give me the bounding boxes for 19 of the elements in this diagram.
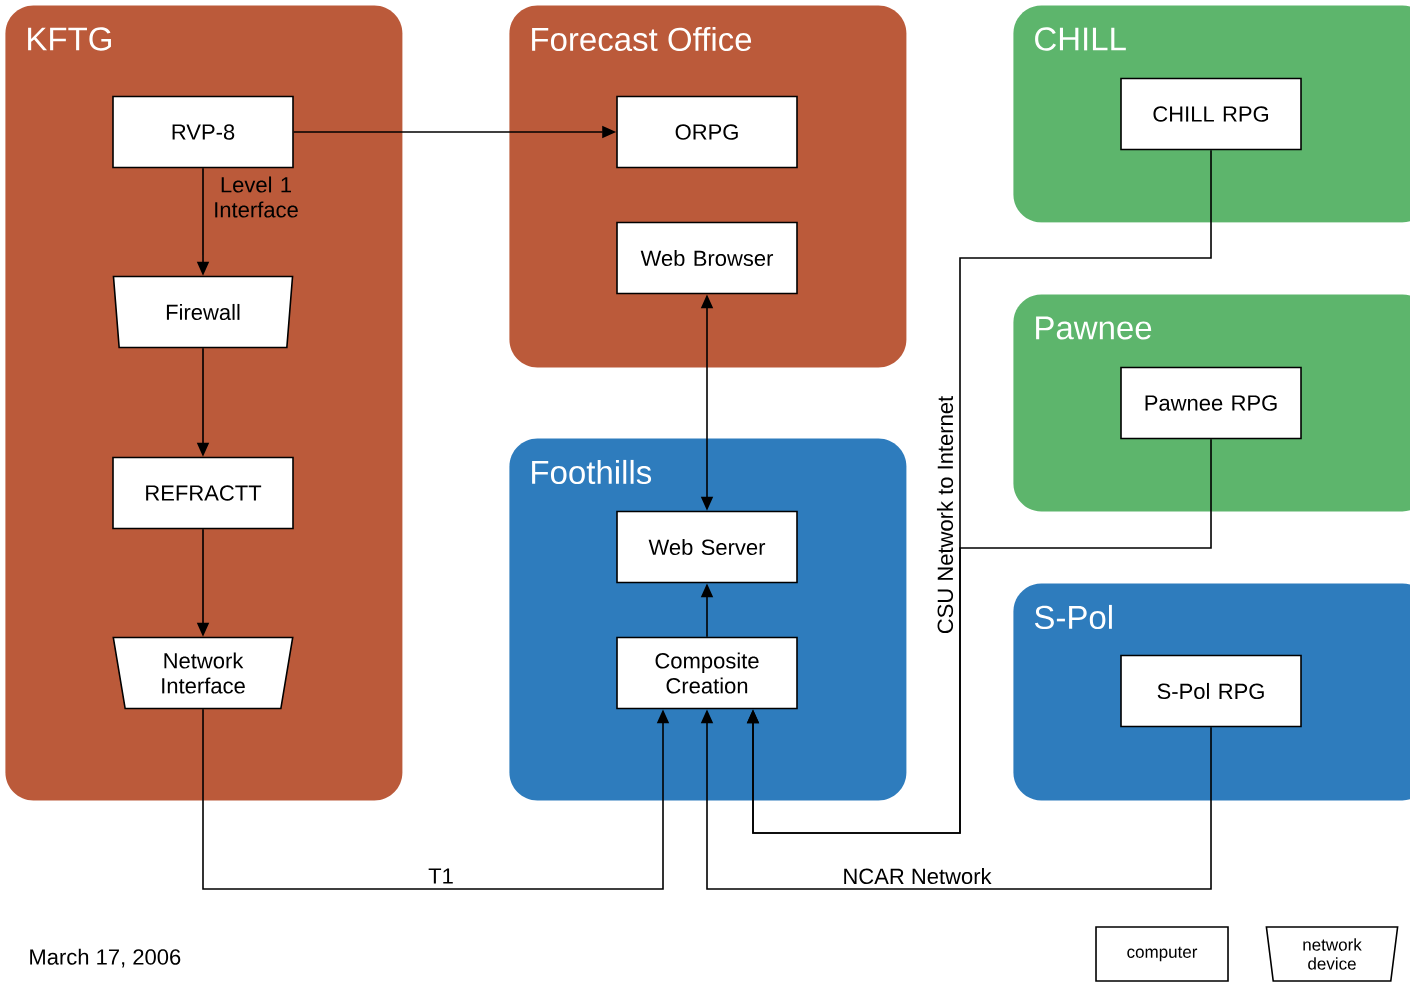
legend-item: computer — [1095, 926, 1229, 982]
legend-item: network device — [1265, 926, 1399, 982]
network-device-box: Network Interface — [112, 636, 294, 710]
arrow — [746, 438, 1212, 834]
computer-box: S-Pol RPG — [1120, 654, 1302, 728]
date-label: March 17, 2006 — [30, 948, 181, 968]
computer-box: ORPG — [616, 95, 798, 169]
edge-label: Level 1 Interface — [215, 176, 298, 218]
computer-box: REFRACTT — [112, 456, 294, 530]
computer-box: Web Server — [616, 510, 798, 584]
edge-label: NCAR Network — [840, 865, 994, 887]
computer-box: Web Browser — [616, 221, 798, 295]
computer-box: RVP-8 — [112, 95, 294, 169]
computer-box: CHILL RPG — [1120, 77, 1302, 151]
computer-box: Pawnee RPG — [1120, 366, 1302, 440]
network-device-box: Firewall — [112, 275, 294, 349]
edge-label: CSU Network to Internet — [934, 393, 956, 637]
edge-label: T1 — [426, 866, 456, 886]
computer-box: Composite Creation — [616, 636, 798, 710]
